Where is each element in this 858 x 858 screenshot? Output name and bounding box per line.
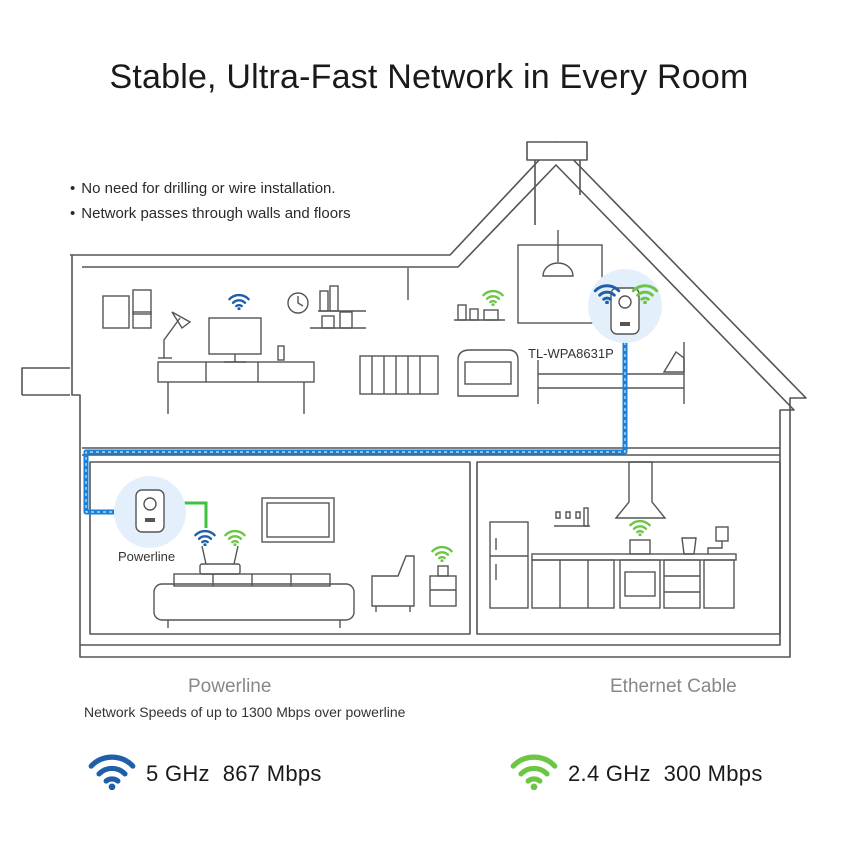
extender-model-label: TL-WPA8631P bbox=[528, 346, 614, 361]
bullet-item: Network passes through walls and floors bbox=[70, 201, 350, 226]
wifi-24ghz-icon bbox=[482, 289, 504, 306]
band-name: 5 GHz bbox=[146, 761, 210, 786]
wifi-5ghz-icon bbox=[228, 293, 250, 310]
wifi-5ghz-icon bbox=[194, 529, 216, 546]
band-24ghz: 2.4 GHz 300 Mbps bbox=[568, 761, 763, 787]
house-outline-inner bbox=[80, 164, 795, 646]
study-furniture bbox=[102, 268, 409, 414]
living-room-furniture bbox=[153, 497, 457, 628]
powerline-cable bbox=[83, 330, 628, 515]
wifi-24ghz-icon bbox=[224, 529, 246, 546]
extender-device bbox=[588, 269, 662, 343]
wifi-5ghz-icon bbox=[91, 757, 133, 790]
legend-powerline-label: Powerline bbox=[188, 676, 272, 697]
living-room bbox=[89, 461, 471, 635]
speed-note: Network Speeds of up to 1300 Mbps over p… bbox=[84, 704, 406, 720]
wifi-24ghz-icon bbox=[431, 545, 453, 562]
wifi-24ghz-icon bbox=[513, 757, 555, 790]
kitchen-furniture bbox=[489, 461, 737, 609]
powerline-adapter bbox=[114, 476, 186, 548]
band-name: 2.4 GHz bbox=[568, 761, 651, 786]
legend-ethernet-label: Ethernet Cable bbox=[610, 676, 737, 697]
wifi-24ghz-icon bbox=[629, 519, 651, 536]
bullet-item: No need for drilling or wire installatio… bbox=[70, 176, 351, 201]
ethernet-cable bbox=[176, 501, 208, 528]
page-title: Stable, Ultra-Fast Network in Every Room bbox=[109, 58, 749, 96]
band-speed: 867 Mbps bbox=[222, 761, 322, 786]
feature-bullets: No need for drilling or wire installatio… bbox=[70, 176, 351, 226]
bedroom-furniture bbox=[359, 230, 685, 404]
powerline-device-label: Powerline bbox=[118, 549, 176, 564]
chimney bbox=[526, 141, 588, 161]
band-speed: 300 Mbps bbox=[663, 761, 763, 786]
house-outline bbox=[70, 141, 807, 658]
band-5ghz: 5 GHz 867 Mbps bbox=[146, 761, 322, 787]
